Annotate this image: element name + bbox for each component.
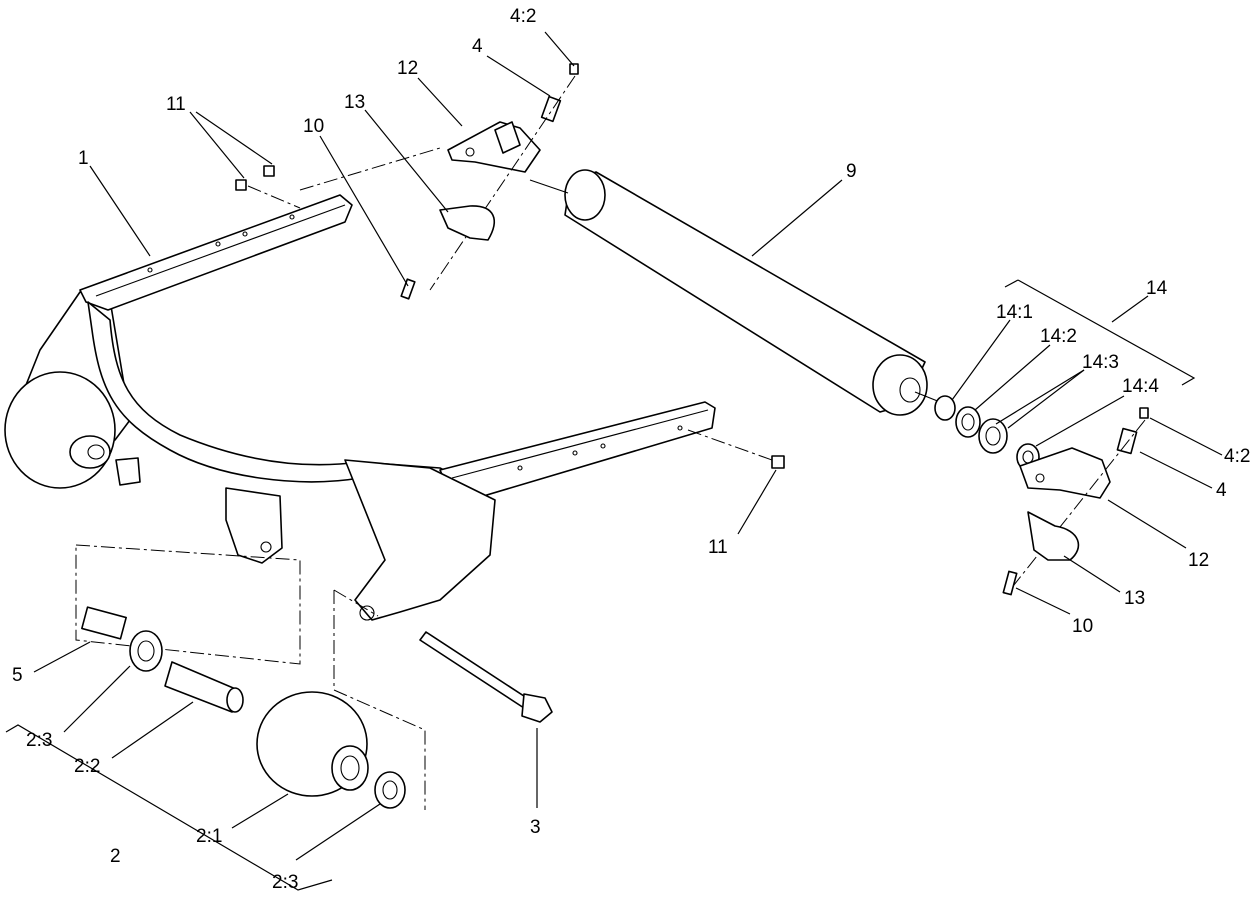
- callout-2-2: 2:2: [74, 756, 100, 777]
- group-bracket-14-left: [1004, 279, 1019, 288]
- right-height-bracket: [1019, 447, 1111, 499]
- callout-2-3-bottom: 2:3: [272, 872, 298, 893]
- callout-12-right: 12: [1188, 550, 1209, 571]
- leader-lines: [33, 31, 1223, 861]
- group-bracket-14: [1017, 279, 1196, 386]
- right-clip: [1027, 511, 1080, 561]
- callout-14-4: 14:4: [1122, 376, 1159, 397]
- mounted-wheel: [4, 371, 141, 489]
- callout-3: 3: [530, 817, 541, 838]
- callout-9: 9: [846, 161, 857, 182]
- top-height-bracket: [447, 121, 541, 173]
- roller-tube: [529, 169, 941, 416]
- callout-4-right: 4: [1216, 480, 1227, 501]
- callout-14: 14: [1146, 278, 1168, 299]
- right-pin: [1002, 570, 1018, 596]
- callout-1: 1: [78, 148, 89, 169]
- callout-2: 2: [110, 846, 121, 867]
- top-bolt-and-fitting: [429, 63, 579, 291]
- right-frame-bolt: [687, 429, 785, 469]
- callout-14-3: 14:3: [1082, 352, 1119, 373]
- roller-frame: [19, 194, 716, 621]
- callout-2-3-left: 2:3: [26, 730, 52, 751]
- callout-2-1: 2:1: [196, 826, 222, 847]
- callout-4-2-right: 4:2: [1224, 446, 1250, 467]
- right-bolt-and-fitting: [1009, 407, 1149, 591]
- callout-14-2: 14:2: [1040, 326, 1077, 347]
- wheel-assembly-exploded: [75, 544, 426, 810]
- callout-14-1: 14:1: [996, 302, 1033, 323]
- pivot-bolt: [419, 631, 553, 723]
- group-bracket-2: [5, 724, 333, 891]
- top-clip: [439, 205, 496, 241]
- callout-4-2-top: 4:2: [510, 6, 536, 27]
- callout-5: 5: [12, 665, 23, 686]
- top-frame-bolts: [235, 147, 441, 209]
- callout-10-right: 10: [1072, 616, 1093, 637]
- callout-11-mid: 11: [708, 537, 728, 558]
- callout-4-top: 4: [472, 36, 483, 57]
- callout-labels: 4:2 4 12 13 11 10 1 9 14 14:1 14:2 14:3 …: [12, 6, 1250, 893]
- callout-13-right: 13: [1124, 588, 1145, 609]
- callout-13-top: 13: [344, 92, 365, 113]
- top-pin: [400, 278, 416, 300]
- callout-11-top: 11: [166, 94, 186, 115]
- callout-12-top: 12: [397, 58, 418, 79]
- callout-10-top: 10: [303, 116, 324, 137]
